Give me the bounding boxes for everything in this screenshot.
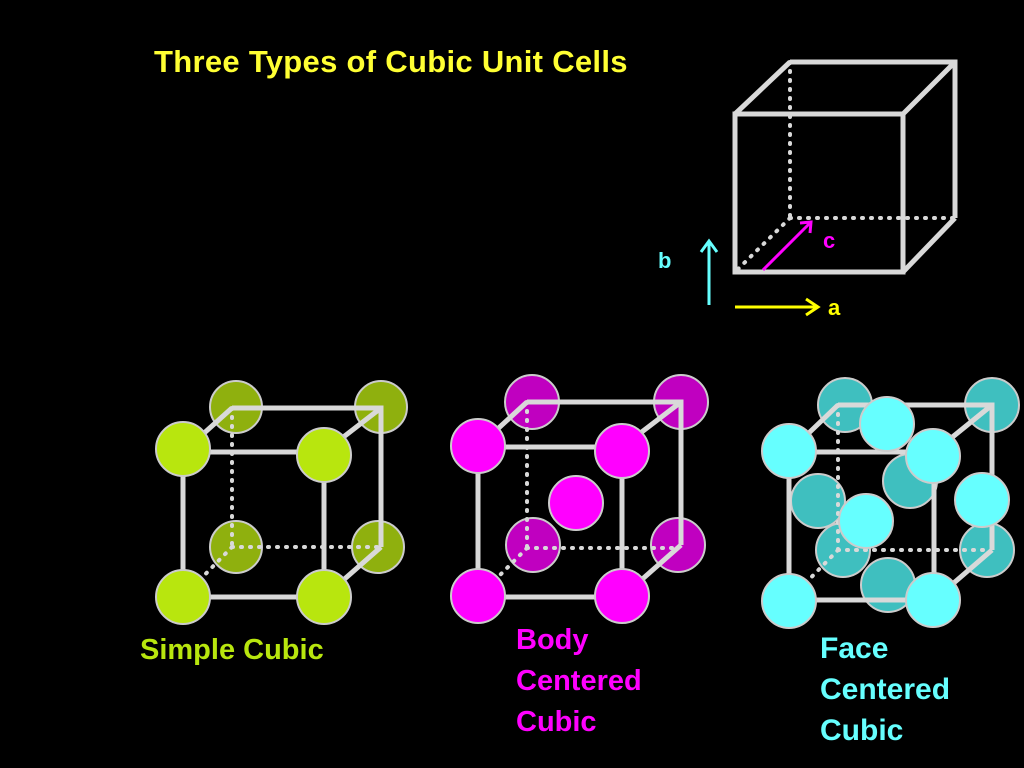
cube-front-face bbox=[786, 449, 937, 603]
atom-back bbox=[209, 520, 263, 574]
fcc-cell bbox=[761, 377, 1020, 629]
atom-front bbox=[155, 569, 211, 625]
bcc-cell bbox=[450, 374, 709, 624]
page-title: Three Types of Cubic Unit Cells bbox=[154, 44, 628, 79]
cube-front-face bbox=[180, 449, 327, 600]
atom-front bbox=[594, 423, 650, 479]
cube-edge bbox=[901, 60, 957, 116]
bcc-label-line: Body bbox=[516, 624, 589, 656]
fcc-label-line: Cubic bbox=[820, 714, 904, 747]
atom-face-front bbox=[838, 493, 894, 549]
axis-c-arrow bbox=[761, 221, 812, 272]
fcc-label-line: Face bbox=[820, 632, 889, 665]
atom-front bbox=[296, 569, 352, 625]
bcc-label-line: Centered bbox=[516, 665, 642, 697]
atom-face-front bbox=[859, 396, 915, 452]
bcc-label: Body Centered Cubic bbox=[516, 620, 642, 743]
fcc-label-line: Centered bbox=[820, 673, 951, 706]
atom-front bbox=[761, 573, 817, 629]
axis-a-label: a bbox=[828, 295, 841, 320]
cube-edge bbox=[733, 60, 792, 116]
hidden-edge bbox=[476, 546, 529, 599]
hidden-edge bbox=[733, 216, 792, 274]
axis-a-arrowhead bbox=[805, 297, 821, 317]
hidden-edge bbox=[787, 548, 840, 602]
atom-front bbox=[594, 568, 650, 624]
cube-edge bbox=[232, 405, 384, 547]
cube-edge bbox=[901, 216, 957, 274]
atom-front bbox=[905, 428, 961, 484]
atom-front bbox=[761, 423, 817, 479]
hidden-edge bbox=[181, 545, 234, 599]
axis-b-arrowhead bbox=[699, 238, 719, 253]
atom-back bbox=[505, 517, 561, 573]
atom-front bbox=[450, 418, 506, 474]
cube-front-face bbox=[732, 111, 906, 275]
atom-face-front bbox=[954, 472, 1010, 528]
atom-front bbox=[155, 421, 211, 477]
reference-cube: c b a bbox=[658, 59, 958, 320]
simple-cubic-cell bbox=[155, 380, 408, 625]
simple-cubic-label: Simple Cubic bbox=[140, 634, 324, 666]
atom-front bbox=[296, 427, 352, 483]
atom-body-center bbox=[548, 475, 604, 531]
atom-face-back bbox=[790, 473, 846, 529]
fcc-label: Face Centered Cubic bbox=[820, 628, 950, 751]
atom-front bbox=[905, 572, 961, 628]
bcc-label-line: Cubic bbox=[516, 706, 597, 738]
cube-front-face bbox=[475, 444, 625, 600]
axis-b-label: b bbox=[658, 248, 671, 273]
axis-c-arrowhead bbox=[799, 220, 813, 234]
atom-front bbox=[450, 568, 506, 624]
axis-c-label: c bbox=[823, 228, 835, 253]
